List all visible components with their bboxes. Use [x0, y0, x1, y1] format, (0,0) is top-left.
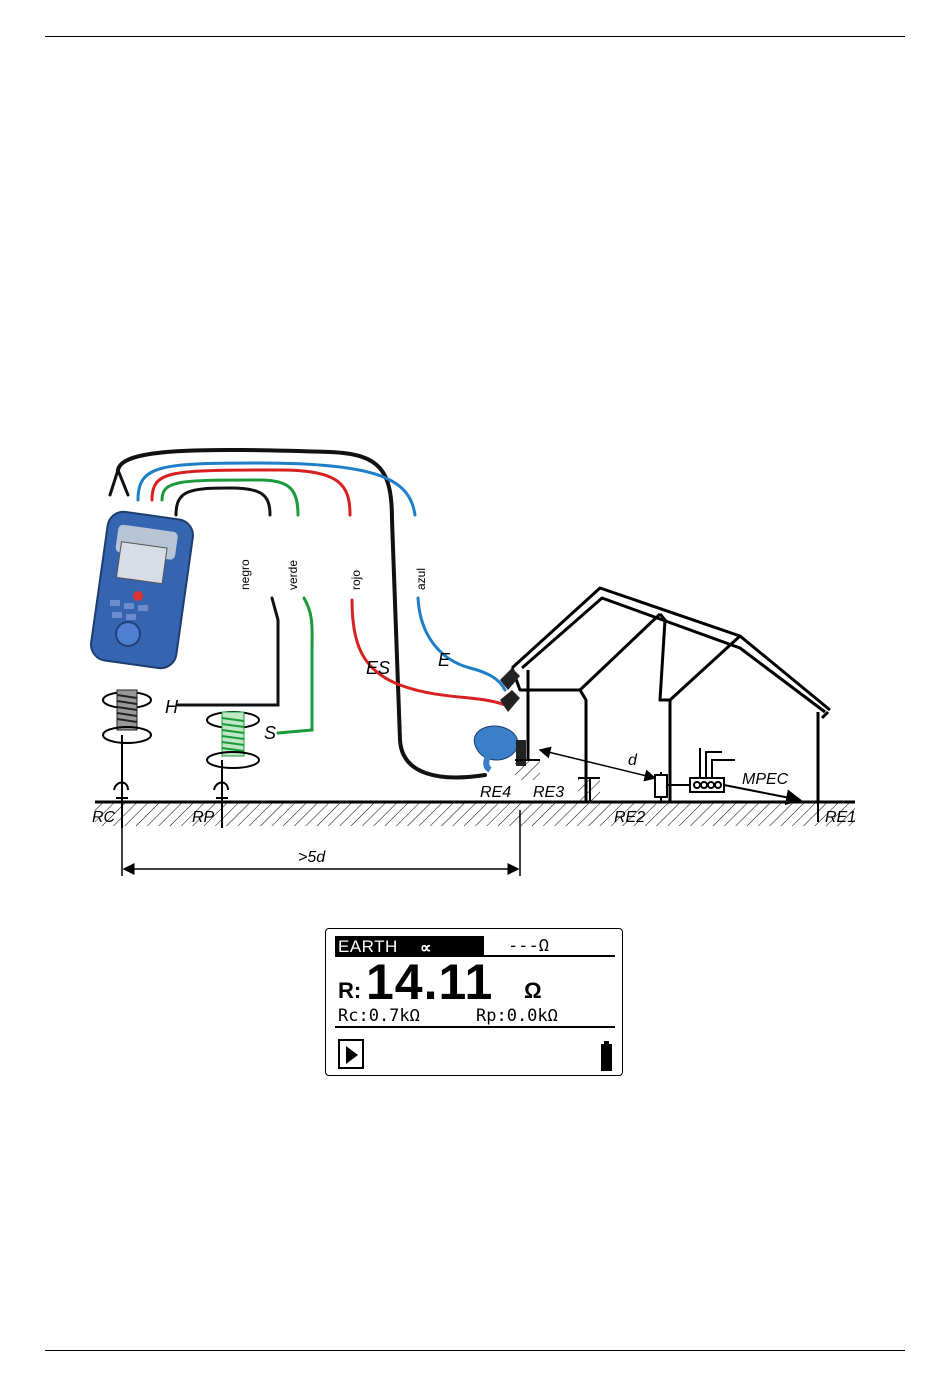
distance-d-arrow	[540, 750, 655, 778]
instrument-display: EARTH ∝ ---Ω R: 14.11 Ω Rc:0.7kΩ Rp:0.0k…	[325, 928, 623, 1076]
display-divider-bottom	[335, 1026, 615, 1028]
limit-value: ---Ω	[508, 936, 549, 956]
wire-label-verde: verde	[286, 560, 300, 590]
rc-value: Rc:0.7kΩ	[338, 1006, 420, 1026]
terminal-s-label: S	[264, 723, 276, 743]
terminal-es-label: ES	[366, 658, 390, 678]
terminal-h-label: H	[165, 697, 179, 717]
result-value: 14.11	[366, 953, 493, 1011]
result-label: R:	[338, 978, 361, 1004]
wire-label-negro: negro	[238, 559, 252, 590]
wire-label-rojo: rojo	[349, 570, 363, 590]
resistance-rp-label: RP	[192, 809, 215, 826]
wire-label-azul: azul	[414, 568, 428, 590]
resistance-re3-label: RE3	[533, 784, 564, 801]
result-unit: Ω	[524, 978, 542, 1004]
resistance-re1-label: RE1	[825, 809, 856, 826]
start-test-icon	[338, 1039, 364, 1069]
tester-instrument	[89, 510, 195, 671]
mpec-label: MPEC	[742, 771, 789, 788]
footer-rule	[45, 1350, 905, 1351]
distance-d-label: d	[628, 752, 638, 769]
house	[512, 588, 830, 802]
terminal-e-label: E	[438, 650, 451, 670]
resistance-re2-label: RE2	[614, 809, 645, 826]
resistance-re4-label: RE4	[480, 784, 511, 801]
distance-5d-label: >5d	[298, 849, 326, 866]
earth-measurement-diagram: negro verde rojo azul	[0, 0, 950, 900]
rp-value: Rp:0.0kΩ	[476, 1006, 558, 1026]
battery-icon	[601, 1041, 612, 1071]
resistance-rc-label: RC	[92, 809, 116, 826]
